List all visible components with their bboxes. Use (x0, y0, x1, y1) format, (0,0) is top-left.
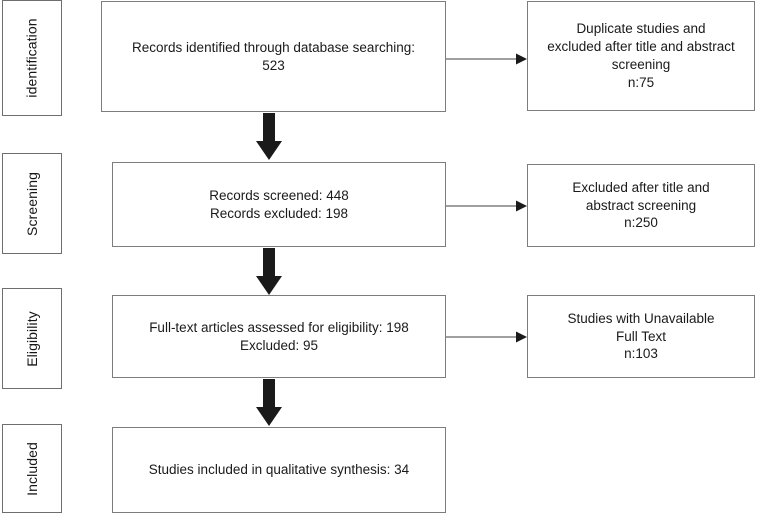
stage-label-identification-text: identification (24, 18, 41, 98)
down-arrow-identification-to-screening (255, 113, 283, 161)
right-arrow-to-unavailable-full-text (446, 328, 528, 346)
right-arrow-to-duplicates (446, 50, 528, 68)
stage-label-screening-text: Screening (24, 171, 41, 236)
box-records-identified: Records identified through database sear… (101, 1, 446, 112)
down-arrow-screening-to-eligibility (255, 248, 283, 296)
box-excluded-title-abstract: Excluded after title and abstract screen… (527, 164, 755, 247)
box-duplicate-studies-excluded: Duplicate studies and excluded after tit… (527, 1, 755, 111)
box-full-text-eligibility: Full-text articles assessed for eligibil… (112, 295, 446, 378)
stage-label-identification: identification (2, 0, 62, 116)
box-studies-included: Studies included in qualitative synthesi… (112, 427, 446, 513)
box-records-screened: Records screened: 448 Records excluded: … (112, 162, 446, 247)
stage-label-included: Included (2, 424, 62, 513)
stage-label-eligibility-text: Eligibility (24, 310, 40, 367)
stage-label-included-text: Included (23, 441, 40, 496)
stage-label-screening: Screening (2, 153, 62, 254)
stage-label-eligibility: Eligibility (2, 288, 62, 389)
down-arrow-eligibility-to-included (255, 379, 283, 427)
box-unavailable-full-text: Studies with Unavailable Full Text n:103 (527, 295, 755, 378)
right-arrow-to-excluded-title-abstract (446, 197, 528, 215)
